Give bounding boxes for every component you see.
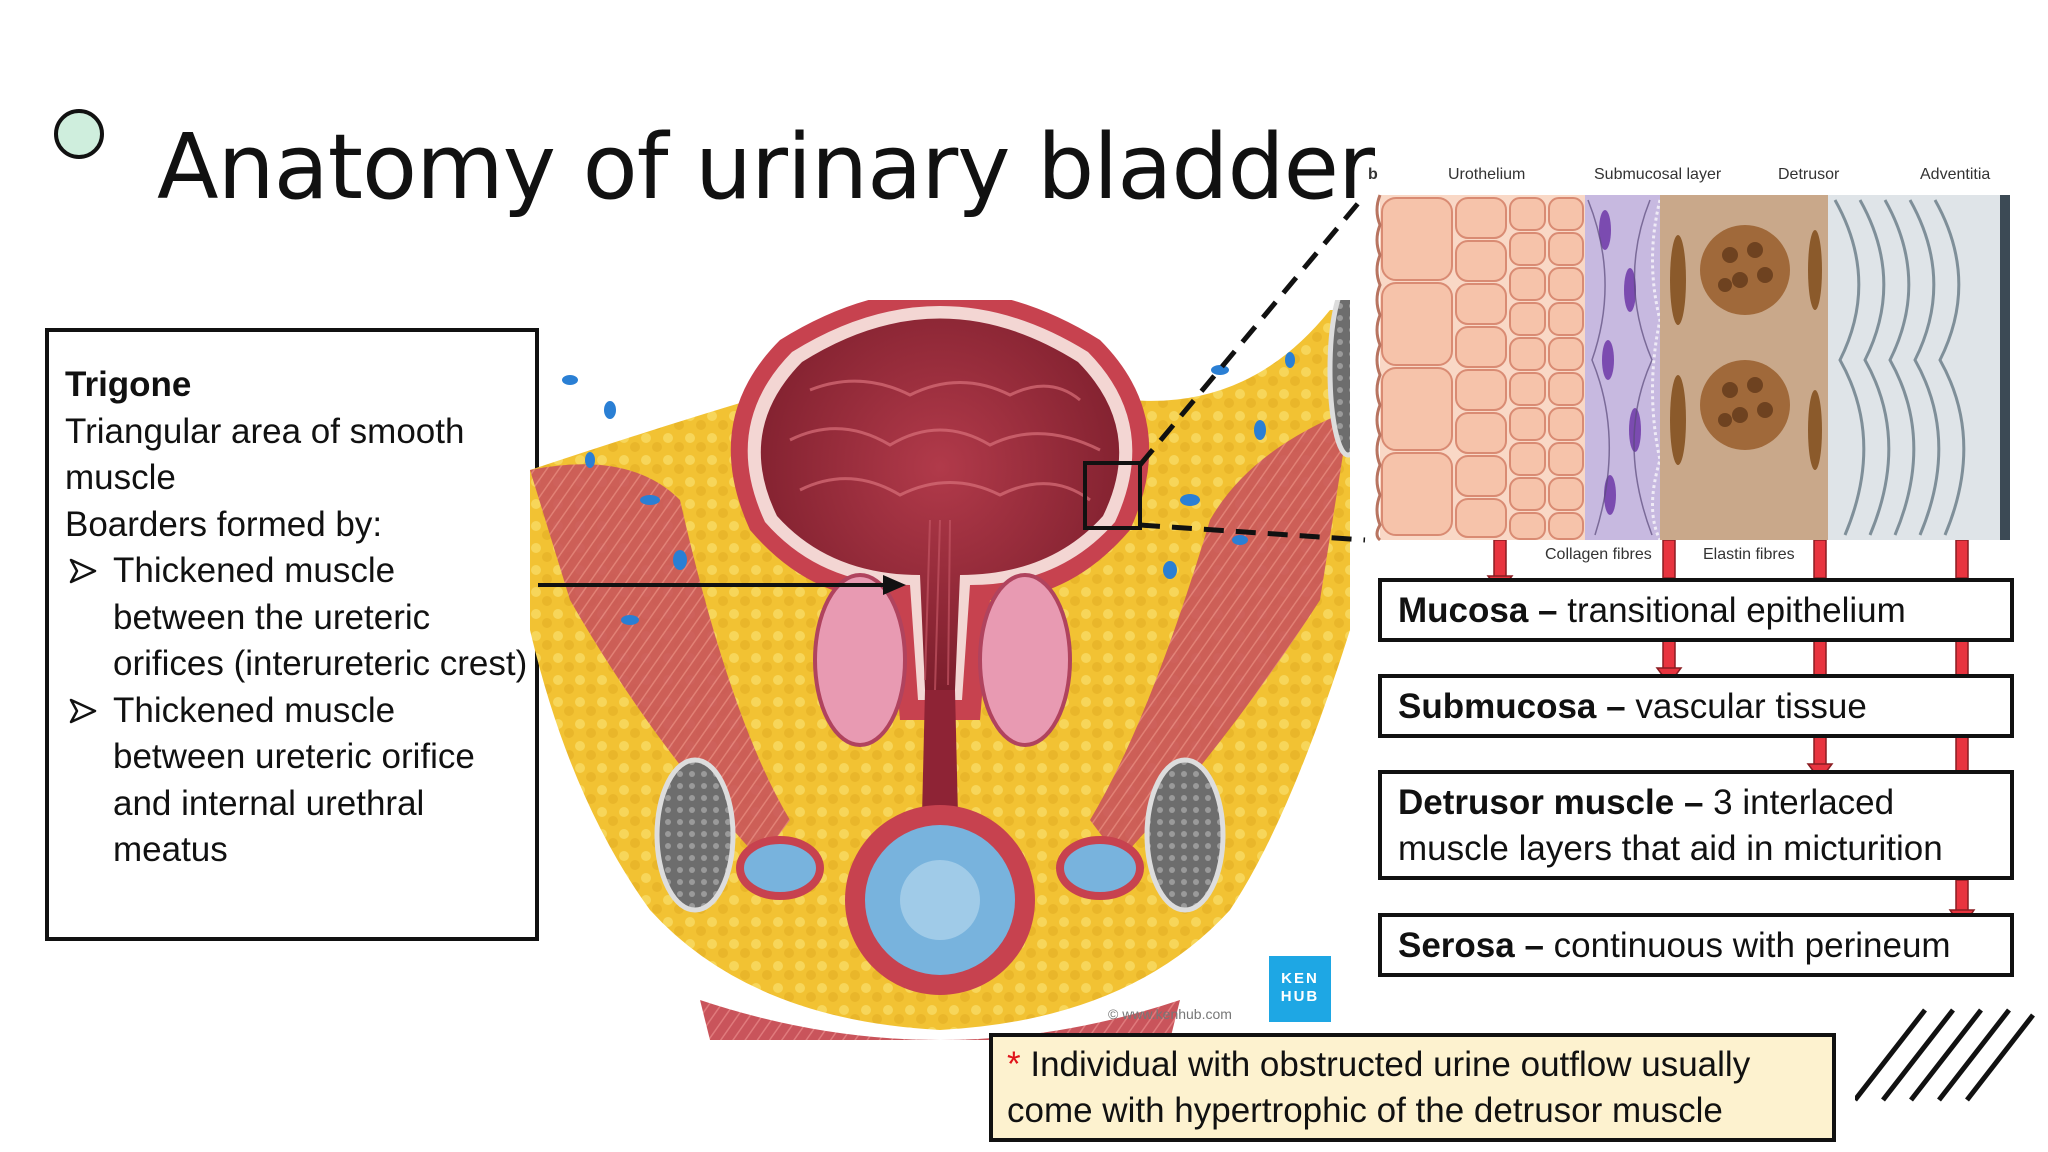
note-asterisk: * [1007,1045,1021,1084]
histology-label-submucosal: Submucosal layer [1594,166,1722,183]
logo-line2: HUB [1280,988,1320,1005]
trigone-borders-intro: Boarders formed by: [65,504,383,544]
arrow-bullet-icon [69,698,97,723]
layer-term: Serosa [1398,926,1515,965]
trigone-box: Trigone Triangular area of smooth muscle… [45,328,539,941]
trigone-bullet-item: Thickened muscle between the ureteric or… [65,548,533,688]
trigone-description: Triangular area of smooth muscle [65,411,465,498]
trigone-bullet-text: Thickened muscle between ureteric orific… [113,690,475,870]
trigone-pointer-arrow [538,575,906,595]
layer-sep: – [1528,591,1568,630]
title-bullet-icon [54,109,104,159]
logo-line1: KEN [1281,970,1319,987]
kenhub-logo: KEN HUB [1269,956,1331,1022]
layer-box-serosa: Serosa – continuous with perineum [1378,913,2014,977]
layer-term: Submucosa [1398,687,1597,726]
note-text: Individual with obstructed urine outflow… [1007,1045,1751,1130]
trigone-heading: Trigone [65,365,192,404]
layer-sep: – [1596,687,1636,726]
histology-label-detrusor: Detrusor [1778,166,1840,183]
layer-desc: transitional epithelium [1567,591,1906,630]
histology-label-adventitia: Adventitia [1920,166,1991,183]
arrow-bullet-icon [69,558,97,584]
layer-term: Mucosa [1398,591,1529,630]
slide-title: Anatomy of urinary bladder [157,115,1375,220]
layer-desc: continuous with perineum [1553,926,1951,965]
layer-box-mucosa: Mucosa – transitional epithelium [1378,578,2014,642]
layer-desc: vascular tissue [1635,687,1867,726]
layer-term: Detrusor muscle [1398,783,1675,822]
histology-panel [1375,194,2010,542]
layer-box-submucosa: Submucosa – vascular tissue [1378,674,2014,738]
histology-label-elastin: Elastin fibres [1703,546,1795,563]
copyright-text: © www.kenhub.com [1108,1006,1232,1022]
bladder-illustration [530,300,1350,1040]
layer-sep: – [1514,926,1554,965]
histology-label-urothelium: Urothelium [1448,166,1526,183]
trigone-bullet-item: Thickened muscle between ureteric orific… [65,688,533,874]
trigone-bullet-text: Thickened muscle between the ureteric or… [113,551,528,683]
histology-panel-letter: b [1368,166,1378,183]
clinical-note: * Individual with obstructed urine outfl… [989,1033,1836,1142]
histology-label-collagen: Collagen fibres [1545,546,1652,563]
layer-sep: – [1674,783,1714,822]
layer-box-detrusor: Detrusor muscle – 3 interlaced muscle la… [1378,770,2014,880]
layer-desc: 3 interlaced muscle layers that aid in m… [1398,783,1943,868]
decorative-hatch-lines [1855,1008,2035,1102]
callout-lines [1138,193,1367,543]
